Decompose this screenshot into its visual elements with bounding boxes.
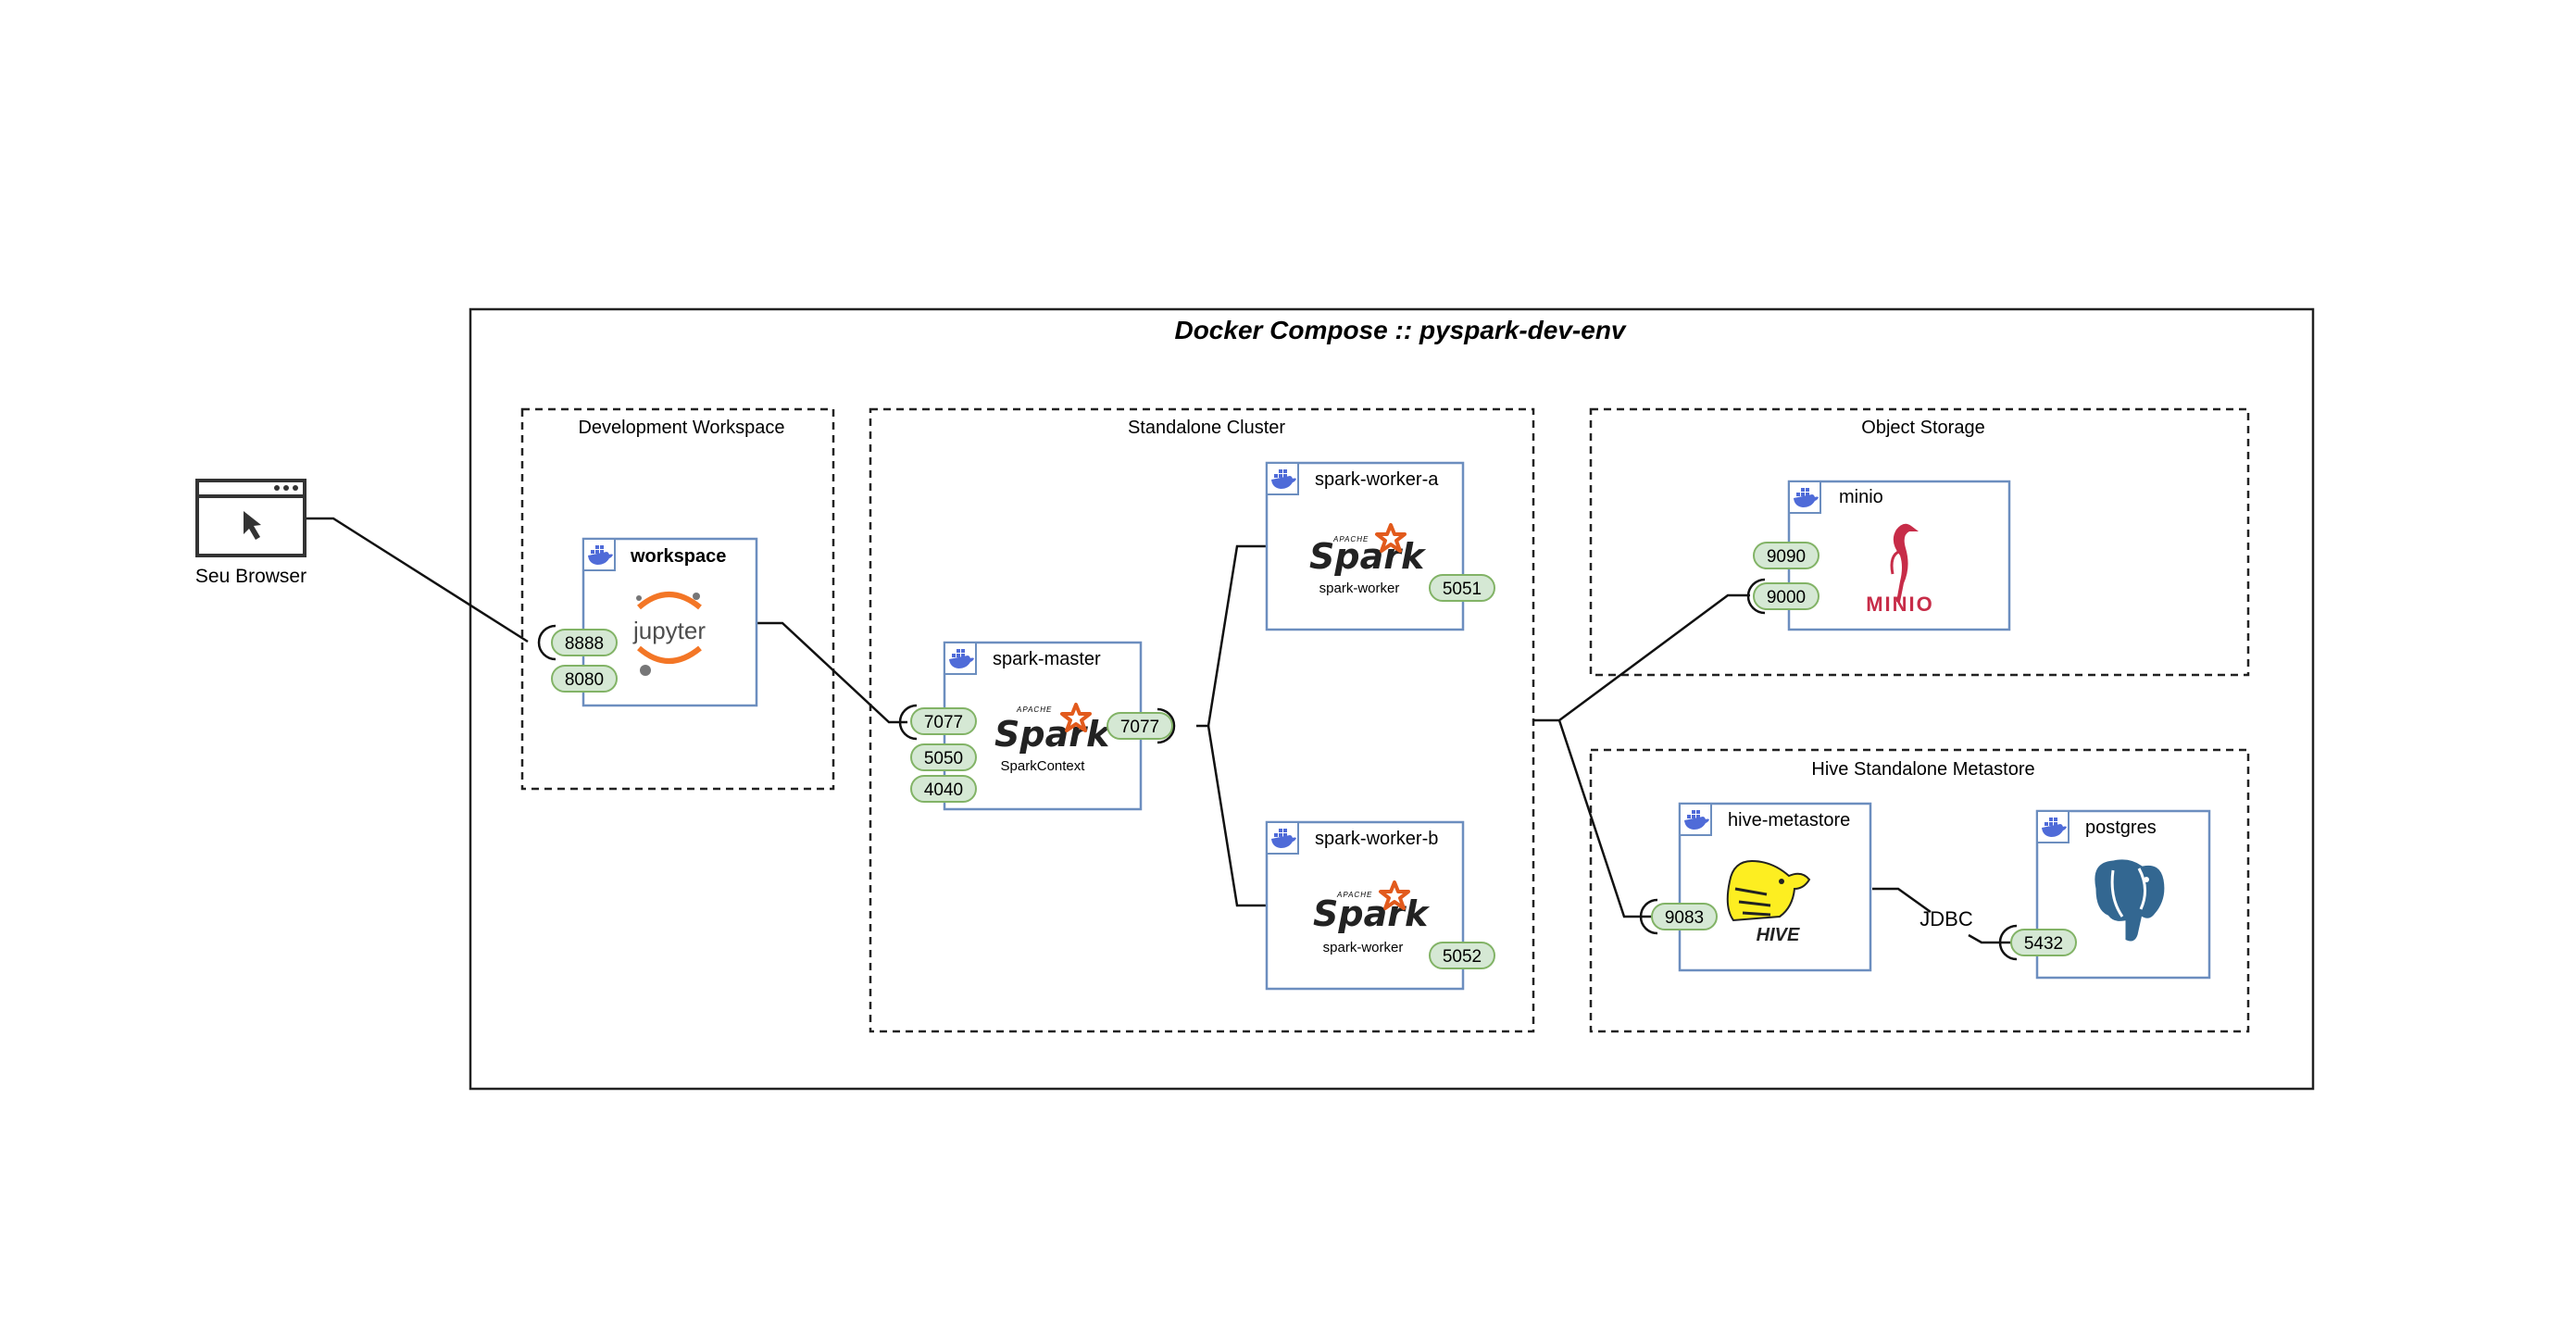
svg-text:Spark: Spark <box>1313 893 1431 934</box>
docker-icon <box>2036 810 2070 843</box>
browser-window-cursor-icon <box>195 479 306 557</box>
docker-icon <box>944 642 977 675</box>
group-label-cluster: Standalone Cluster <box>1128 418 1285 438</box>
port-badge: 9000 <box>1767 588 1806 607</box>
hive-wordmark: HIVE <box>1757 925 1800 945</box>
jupyter-wordmark: jupyter <box>632 617 706 644</box>
edge-master-worker-a <box>1196 544 1267 728</box>
port-badge: 8080 <box>565 670 604 690</box>
service-name-spark-worker-b: spark-worker-b <box>1315 829 1438 849</box>
edge-workspace-master <box>757 621 907 724</box>
port-badge: 9083 <box>1665 908 1704 928</box>
service-name-spark-worker-a: spark-worker-a <box>1315 469 1439 490</box>
diagram-title: Docker Compose :: pyspark-dev-env <box>1174 316 1626 344</box>
edge-label-jdbc: JDBC <box>1919 907 1973 930</box>
port-badges: 8888 8080 7077 5050 4040 7077 5051 5052 … <box>551 542 2077 969</box>
service-hive-metastore[interactable]: hive-metastore HIVE <box>1678 802 1872 972</box>
browser-node: Seu Browser <box>195 479 306 587</box>
spark-logo: APACHE Spark <box>1313 880 1431 934</box>
docker-icon <box>1266 462 1299 495</box>
group-label-hive: Hive Standalone Metastore <box>1811 759 2034 780</box>
port-badge: 9090 <box>1767 547 1806 567</box>
service-name-workspace: workspace <box>630 546 726 567</box>
browser-label: Seu Browser <box>195 566 306 587</box>
docker-icon <box>1788 481 1821 514</box>
service-sub-spark-worker-a: spark-worker <box>1319 581 1400 596</box>
group-object-storage <box>1589 407 2250 677</box>
svg-text:Spark: Spark <box>1309 536 1427 577</box>
svg-text:APACHE: APACHE <box>1332 535 1369 543</box>
hive-logo: HIVE <box>1726 859 1811 945</box>
spark-logo: APACHE Spark <box>1309 523 1427 577</box>
group-development-workspace <box>520 407 835 791</box>
service-name-spark-master: spark-master <box>993 649 1101 669</box>
svg-text:APACHE: APACHE <box>1016 705 1052 714</box>
group-hive-metastore <box>1589 748 2250 1033</box>
service-minio[interactable]: minio MINIO <box>1787 480 2011 631</box>
service-spark-master[interactable]: spark-master APACHE Spark SparkContext <box>943 641 1143 811</box>
port-badge: 5432 <box>2024 934 2063 954</box>
jupyter-logo: jupyter <box>632 592 706 676</box>
service-sub-spark-master: SparkContext <box>1001 758 1086 774</box>
postgres-elephant-logo <box>2092 856 2168 944</box>
port-badge: 8888 <box>565 634 604 654</box>
port-badge: 7077 <box>1120 718 1159 737</box>
svg-text:APACHE: APACHE <box>1336 891 1372 899</box>
service-sub-spark-worker-b: spark-worker <box>1323 940 1404 955</box>
edge-browser-workspace <box>306 517 529 643</box>
edge-hive-postgres <box>1872 887 1932 914</box>
minio-logo: MINIO <box>1866 523 1934 616</box>
service-name-hive-metastore: hive-metastore <box>1728 810 1850 830</box>
service-name-postgres: postgres <box>2085 818 2157 838</box>
port-arcs <box>537 578 2018 961</box>
port-badge: 5052 <box>1443 947 1482 967</box>
svg-text:Spark: Spark <box>994 714 1112 755</box>
spark-logo: APACHE Spark <box>994 703 1112 755</box>
docker-icon <box>1679 803 1712 836</box>
port-badge: 5051 <box>1443 580 1482 599</box>
docker-icon <box>1266 821 1299 855</box>
edge-master-worker-b <box>1207 725 1267 907</box>
service-name-minio: minio <box>1839 487 1883 507</box>
docker-icon <box>582 538 616 571</box>
group-label-dev: Development Workspace <box>578 418 784 438</box>
connectors <box>306 517 2014 944</box>
group-label-storage: Object Storage <box>1861 418 1984 438</box>
edge-jdbc-postgres <box>1968 933 2014 944</box>
port-badge: 5050 <box>924 749 963 768</box>
port-badge: 4040 <box>924 780 963 800</box>
minio-wordmark: MINIO <box>1866 593 1934 616</box>
edge-cluster-minio <box>1533 593 1750 722</box>
edge-cluster-hive <box>1557 719 1656 918</box>
port-badge: 7077 <box>924 713 963 732</box>
service-postgres[interactable]: postgres <box>2035 809 2211 980</box>
service-workspace[interactable]: workspace jupyter <box>581 537 758 707</box>
service-spark-worker-a[interactable]: spark-worker-a APACHE Spark spark-worker <box>1265 461 1465 631</box>
